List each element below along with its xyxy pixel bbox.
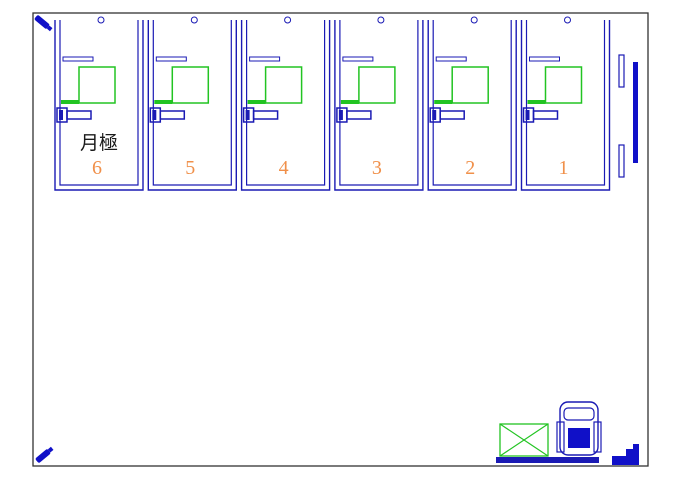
shelf [62, 56, 94, 62]
fixture-handle [59, 110, 63, 120]
bed-edge [340, 100, 359, 104]
light-icon [284, 16, 292, 24]
room-wall [54, 20, 144, 191]
fixture-arm [439, 110, 465, 120]
room-wall-inner [432, 20, 512, 186]
room-cell: 1 [520, 16, 611, 191]
shelf-bar [496, 457, 599, 463]
room-wall-inner [525, 20, 606, 186]
bed-edge [61, 100, 79, 104]
room-cell: 5 [147, 16, 237, 191]
room-number: 5 [185, 157, 195, 179]
fixture-handle [432, 110, 437, 120]
chair-icon [556, 401, 602, 456]
bed-edge [154, 100, 173, 104]
entrance-arrow-icon [612, 444, 639, 465]
fixture-arm [252, 110, 279, 120]
fixture-handle [152, 110, 157, 120]
shelf [249, 56, 281, 62]
outer-boundary [32, 12, 649, 467]
fixture-arm [66, 110, 92, 120]
bed-edge [527, 100, 546, 104]
light-icon [190, 16, 198, 24]
room-wall-inner [59, 20, 139, 186]
fixture-handle [245, 110, 250, 120]
room-wall [520, 20, 611, 191]
bed-mat [171, 66, 210, 104]
room-wall-inner [246, 20, 326, 186]
camera-icon [35, 446, 54, 463]
bed-mat [544, 66, 583, 104]
fixture-arm [346, 110, 372, 120]
room-cell: 2 [427, 16, 517, 191]
door-icon [618, 54, 638, 178]
fixture-arm [159, 110, 186, 120]
storage-box-icon [499, 423, 549, 457]
room-number: 3 [372, 157, 382, 179]
light-icon [377, 16, 385, 24]
room-wall [334, 20, 424, 191]
shelf [435, 56, 467, 62]
room-number: 2 [465, 157, 475, 179]
fixture-handle [338, 110, 343, 120]
room-wall [147, 20, 237, 191]
bed-mat [78, 66, 116, 104]
room-cell: 4 [240, 16, 331, 191]
room-wall [427, 20, 517, 191]
fixture-handle [525, 110, 530, 120]
camera-icon [34, 15, 53, 32]
room-number: 1 [559, 157, 569, 179]
light-icon [97, 16, 105, 24]
room-label: 月極 [80, 132, 118, 154]
shelf [342, 56, 374, 62]
bed-edge [247, 100, 266, 104]
shelf [529, 56, 560, 62]
shelf [155, 56, 187, 62]
room-number: 4 [279, 157, 289, 179]
room-cell: 3 [334, 16, 424, 191]
room-wall [240, 20, 331, 191]
room-row: 月極 6 5 4 3 2 1 [54, 16, 611, 191]
room-number: 6 [92, 157, 102, 179]
room-wall-inner [152, 20, 232, 186]
bed-mat [451, 66, 489, 104]
room-wall-inner [339, 20, 419, 186]
bed-mat [358, 66, 396, 104]
bed-edge [434, 100, 453, 104]
light-icon [470, 16, 478, 24]
bed-mat [264, 66, 303, 104]
fixture-arm [532, 110, 559, 120]
room-cell: 月極 6 [54, 16, 144, 191]
light-icon [564, 16, 571, 24]
